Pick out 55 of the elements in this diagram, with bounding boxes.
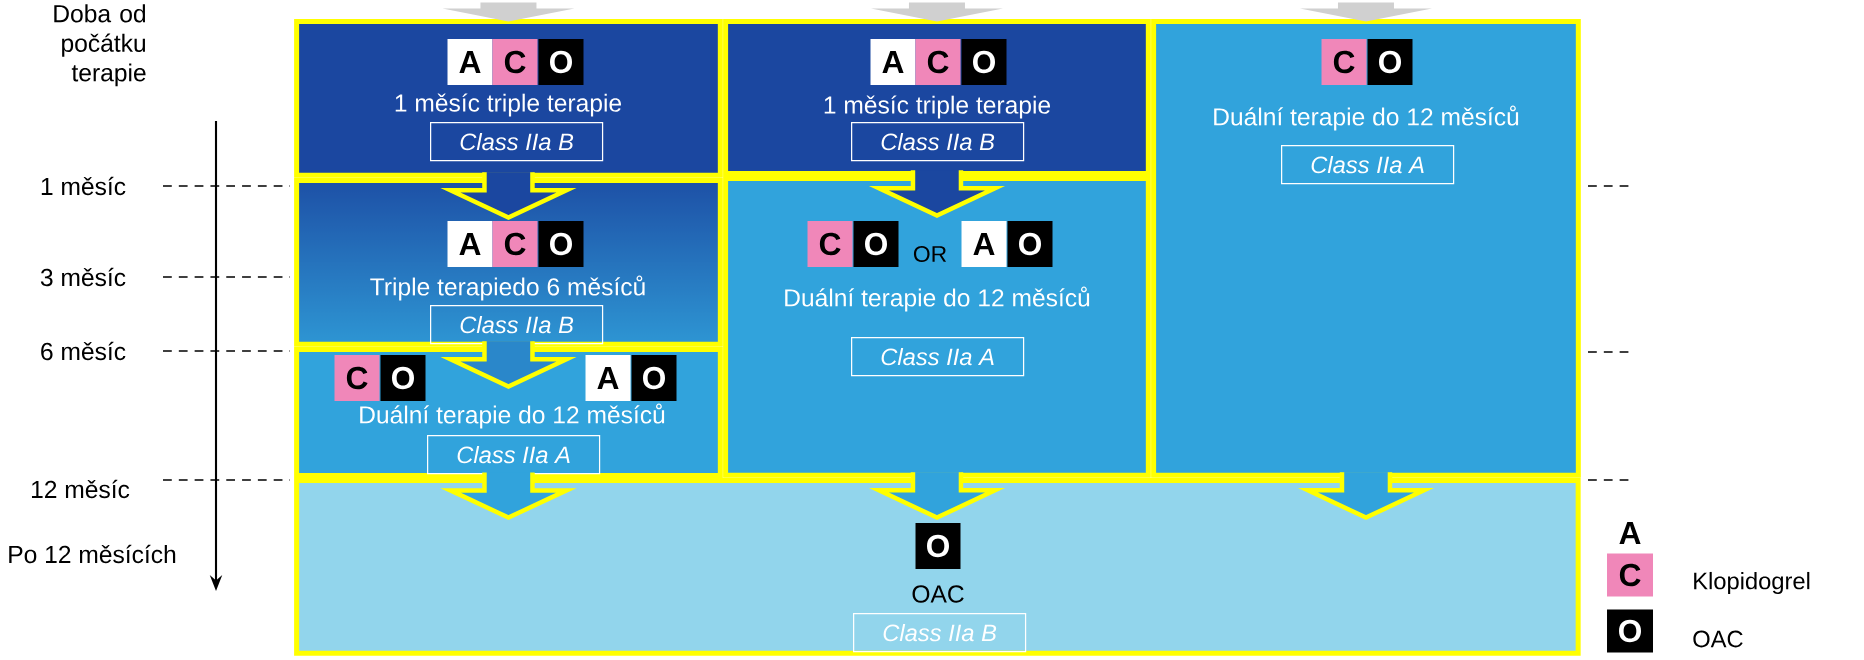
drug-badge: C — [915, 39, 961, 85]
drug-badge: O — [380, 355, 426, 401]
treatment-box — [294, 347, 723, 478]
treatment-box — [294, 478, 1581, 656]
drug-badge: O — [853, 221, 899, 267]
time-label: 12 měsíc — [32, 479, 130, 499]
therapy-text: Duální terapie do 12 měsíců — [360, 403, 665, 429]
drug-badge: O — [538, 39, 584, 85]
drug-badge: O — [1367, 39, 1413, 85]
block-arrow — [1297, 470, 1435, 521]
therapy-text: Duální terapie do 12 měsíců — [1214, 105, 1519, 131]
drug-badge: C — [807, 221, 853, 267]
therapy-text: 1 měsíc triple terapie — [824, 95, 1051, 119]
class-box: Class IIa B — [430, 122, 604, 162]
time-label: 1 měsíc — [41, 176, 126, 196]
treatment-box — [294, 19, 723, 178]
time-label: 6 měsíc — [41, 341, 126, 361]
class-box: Class IIa A — [851, 337, 1025, 377]
axis-title: Doba od počátku terapie — [54, 4, 146, 87]
legend-letter: A — [1619, 522, 1641, 544]
drug-badge: O — [915, 523, 961, 569]
therapy-text: 1 měsíc triple terapie — [395, 93, 622, 117]
drug-badge: C — [492, 221, 538, 267]
drug-badge: C — [492, 39, 538, 85]
drug-badge: C — [334, 355, 380, 401]
drug-badge: O — [538, 221, 584, 267]
drug-badge: A — [870, 39, 916, 85]
block-arrow — [868, 470, 1006, 521]
or-text: OR — [913, 245, 947, 263]
drug-badge: O — [631, 355, 677, 401]
block-arrow — [440, 339, 577, 390]
block-arrow — [868, 168, 1006, 219]
time-label: Po 12 měsících — [9, 544, 176, 564]
drug-badge: A — [961, 221, 1007, 267]
time-label: 3 měsíc — [40, 267, 126, 287]
drug-badge: C — [1321, 39, 1367, 85]
block-arrow — [440, 470, 577, 521]
drug-badge: O — [1007, 221, 1053, 267]
therapy-text: OAC — [912, 585, 964, 603]
legend-text: Klopidogrel — [1694, 571, 1810, 595]
block-arrow — [440, 170, 577, 221]
drug-badge: A — [447, 39, 493, 85]
treatment-box — [294, 178, 723, 347]
drug-badge: O — [961, 39, 1007, 85]
class-box: Class IIa B — [853, 613, 1027, 653]
therapy-text: Triple terapiedo 6 měsíců — [370, 275, 645, 301]
class-box: Class IIa B — [851, 122, 1025, 162]
drug-badge: A — [585, 355, 631, 401]
treatment-box — [723, 176, 1151, 478]
therapy-text: Duální terapie do 12 měsíců — [785, 286, 1090, 312]
drug-badge: A — [447, 221, 493, 267]
legend-text: OAC — [1693, 630, 1743, 648]
treatment-box — [1151, 19, 1581, 478]
treatment-box — [723, 19, 1151, 176]
class-box: Class IIa A — [1281, 145, 1455, 185]
